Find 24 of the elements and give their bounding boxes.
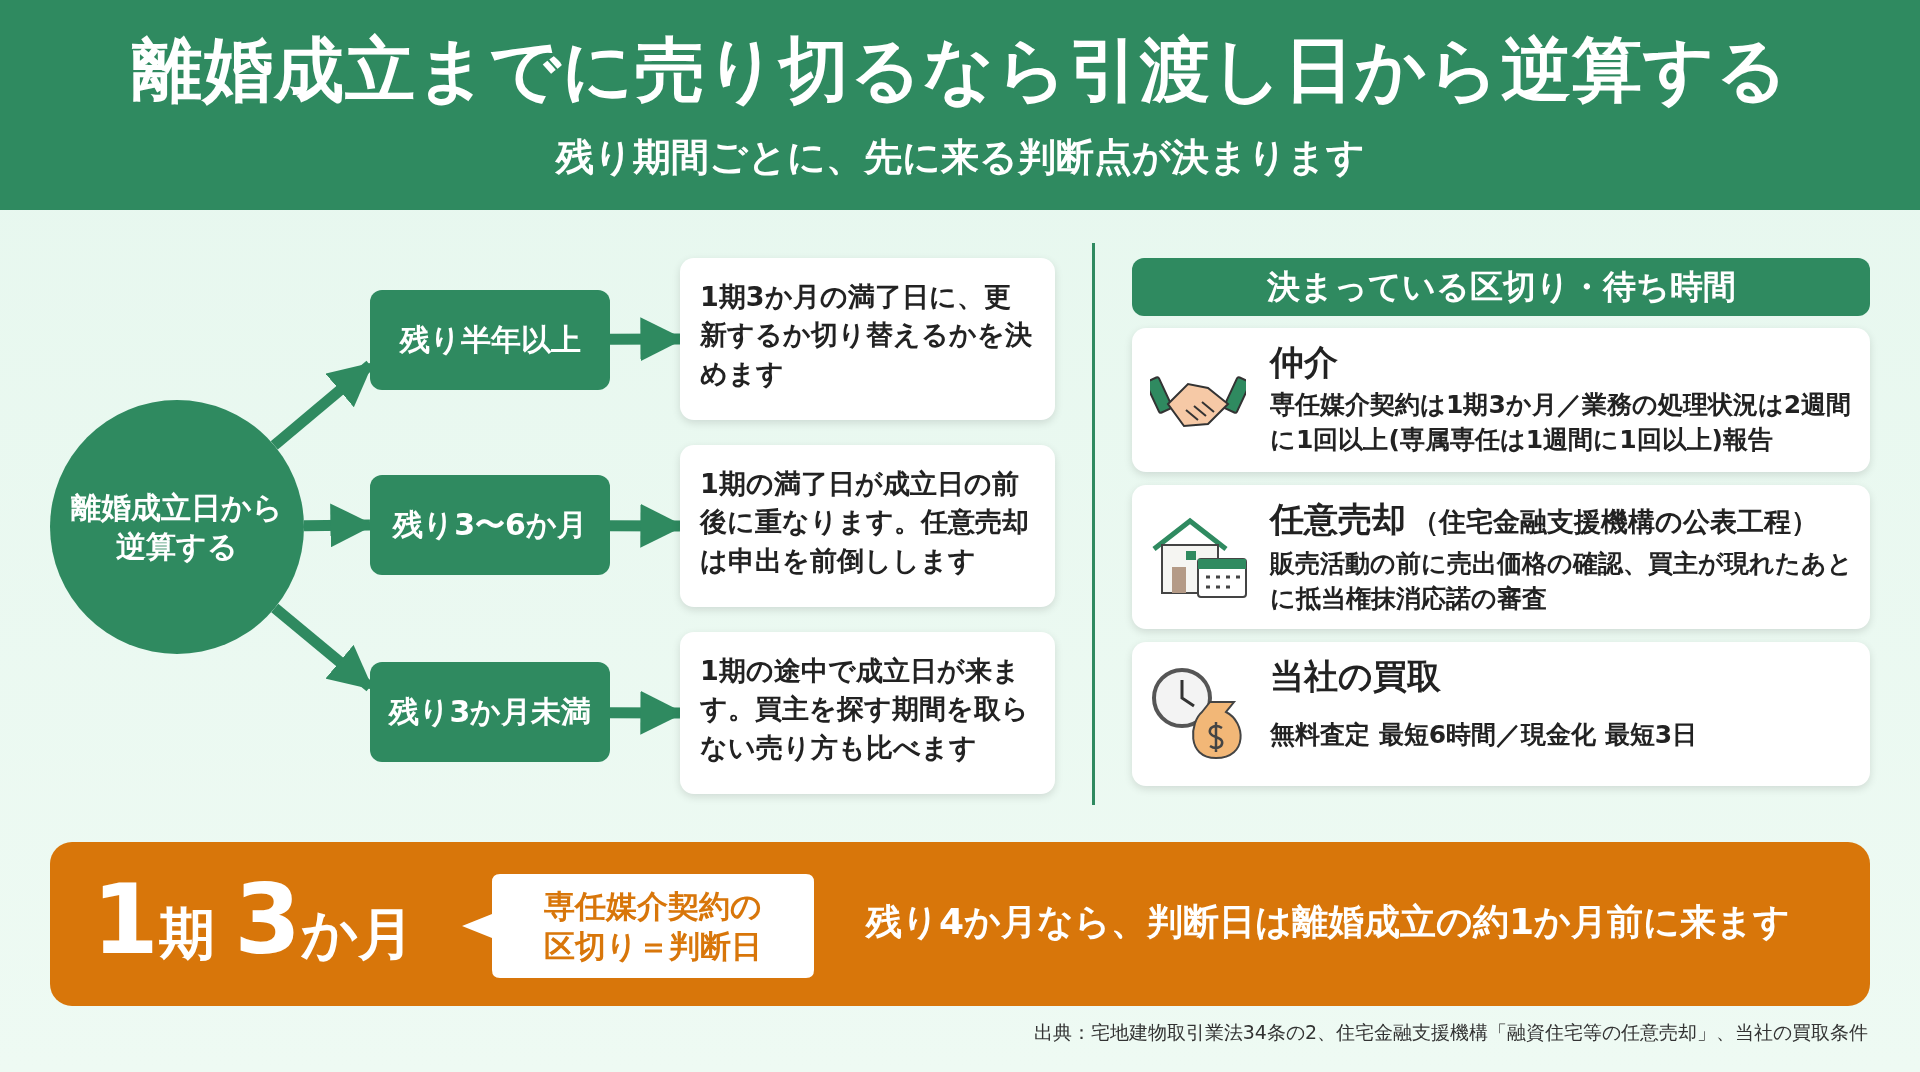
source-note: 出典：宅地建物取引業法34条の2、住宅金融支援機構「融資住宅等の任意売却」、当社の買取条件	[1033, 1020, 1868, 1045]
card-body: 専任媒介契約は1期3か月／業務の処理状況は2週間に1回以上(専属専任は1週間に1回以上)報告	[1270, 389, 1853, 456]
card-heading: 当社の買取	[1270, 655, 1441, 698]
card-body: 販売活動の前に売出価格の確認、買主が現れたあとに抵当権抹消応諾の審査	[1270, 548, 1854, 615]
period-box: 残り3か月未満	[370, 662, 610, 762]
card-heading: 仲介	[1270, 341, 1338, 384]
summary-text: 残り4か月なら、判断日は離婚成立の約1か月前に来ます	[866, 900, 1791, 944]
summary-banner	[50, 842, 1870, 1006]
start-circle: 離婚成立日から逆算する	[50, 400, 304, 654]
info-card	[1132, 485, 1870, 629]
card-heading: 任意売却	[1270, 498, 1406, 541]
decision-card: 1期の満了日が成立日の前後に重なります。任意売却は申出を前倒しします	[680, 445, 1055, 607]
info-card	[1132, 328, 1870, 472]
period-box: 残り半年以上	[370, 290, 610, 390]
decision-card: 1期の途中で成立日が来ます。買主を探す期間を取らない売り方も比べます	[680, 632, 1055, 794]
period-label: 1期 3か月	[92, 864, 415, 976]
period-box: 残り3〜6か月	[370, 475, 610, 575]
card-subheading: （住宅金融支援機構の公表工程）	[1412, 505, 1818, 539]
info-card	[1132, 642, 1870, 786]
subtitle: 残り期間ごとに、先に来る判断点が決まります	[554, 134, 1366, 181]
card-body: 無料査定 最短6時間／現金化 最短3日	[1270, 719, 1699, 751]
section-header: 決まっている区切り・待ち時間	[1132, 258, 1870, 316]
title: 離婚成立までに売り切るなら引渡し日から逆算する	[130, 28, 1790, 113]
decision-card: 1期3か月の満了日に、更新するか切り替えるかを決めます	[680, 258, 1055, 420]
